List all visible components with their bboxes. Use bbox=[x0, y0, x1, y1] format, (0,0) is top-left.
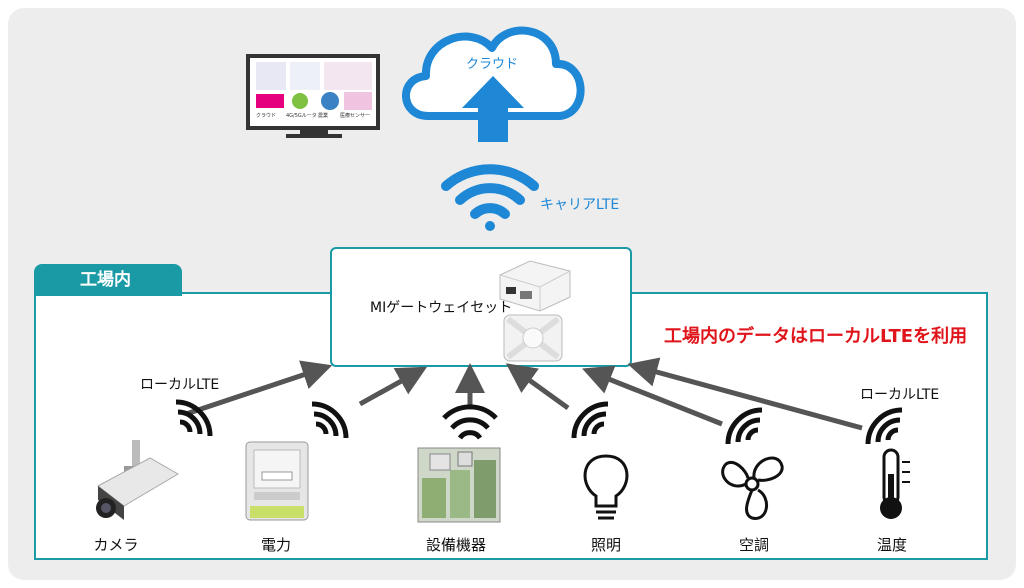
cloud-label: クラウド bbox=[466, 57, 518, 72]
gateway-box: MIゲートウェイセット bbox=[330, 247, 632, 367]
power-meter-icon bbox=[245, 441, 309, 521]
gateway-label: MIゲートウェイセット bbox=[370, 300, 513, 316]
device-label-power: 電力 bbox=[260, 536, 291, 554]
dashboard-tile-1: クラウド bbox=[256, 112, 276, 119]
data-arrows bbox=[185, 357, 863, 431]
carrier-wifi-icon bbox=[441, 164, 539, 231]
gateway-devices-icon bbox=[499, 260, 571, 362]
device-label-aircon: 空調 bbox=[738, 536, 769, 554]
device-label-equipment: 設備機器 bbox=[425, 536, 486, 554]
equipment-icon bbox=[417, 447, 501, 523]
monitor-dashboard-icon: クラウド 4G/5Gルータ 農業 医療センサー bbox=[246, 54, 380, 138]
arrow-lighting bbox=[505, 363, 570, 411]
upload-arrow-icon bbox=[462, 76, 524, 142]
device-label-camera: カメラ bbox=[93, 536, 139, 554]
cloud-icon: クラウド bbox=[402, 26, 585, 120]
arrow-camera bbox=[185, 360, 333, 417]
wifi-camera-icon bbox=[175, 399, 213, 437]
dashboard-tile-4: 医療センサー bbox=[340, 112, 370, 119]
dashboard-tile-3: 農業 bbox=[318, 112, 328, 119]
dashboard-tile-2: 4G/5Gルータ bbox=[286, 112, 317, 119]
device-label-temperature: 温度 bbox=[876, 536, 907, 554]
arrow-aircon bbox=[582, 365, 723, 427]
wifi-equipment-icon bbox=[442, 404, 498, 440]
wifi-temperature-icon bbox=[865, 407, 903, 445]
fan-icon bbox=[721, 456, 784, 520]
arrow-temperature bbox=[627, 357, 863, 431]
device-label-lighting: 照明 bbox=[590, 536, 621, 554]
camera-icon bbox=[96, 440, 179, 520]
wifi-aircon-icon bbox=[725, 407, 763, 445]
wifi-power-icon bbox=[311, 401, 349, 439]
wifi-lighting-icon bbox=[571, 401, 609, 439]
local-lte-label-right: ローカルLTE bbox=[860, 387, 940, 403]
factory-tab: 工場内 bbox=[34, 264, 182, 296]
thermometer-icon bbox=[880, 448, 910, 519]
carrier-lte-label: キャリアLTE bbox=[540, 197, 620, 213]
arrow-power bbox=[358, 366, 428, 407]
local-lte-label-left: ローカルLTE bbox=[140, 377, 220, 393]
light-bulb-icon bbox=[583, 454, 629, 520]
local-lte-note: 工場内のデータはローカルLTEを利用 bbox=[664, 326, 968, 347]
